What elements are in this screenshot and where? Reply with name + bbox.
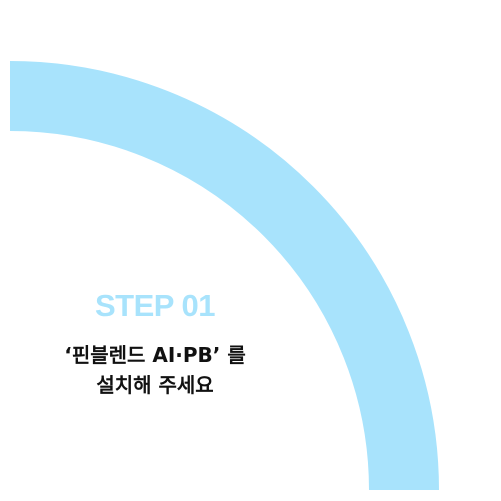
step-number: STEP 01 xyxy=(94,288,216,323)
quarter-ring-shape xyxy=(9,61,439,491)
step-content: STEP 01 ‘핀블렌드 AI·PB’ 를 설치해 주세요 xyxy=(0,286,310,400)
instruction-line-1: ‘핀블렌드 AI·PB’ 를 xyxy=(64,343,246,367)
instruction-line-2: 설치해 주세요 xyxy=(96,373,214,397)
instruction-text: ‘핀블렌드 AI·PB’ 를 설치해 주세요 xyxy=(0,340,310,400)
